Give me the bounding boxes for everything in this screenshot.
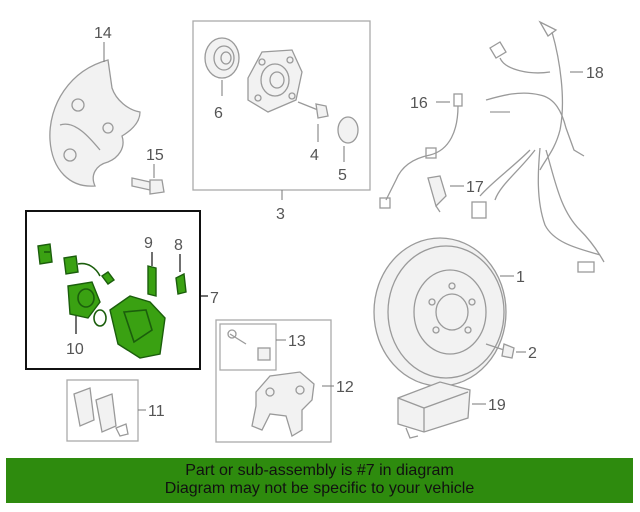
callout-10[interactable]: 10 (66, 341, 84, 358)
callout-4[interactable]: 4 (310, 147, 319, 164)
part-4-axle-nut[interactable] (297, 101, 329, 119)
part-18-wire-harness[interactable] (471, 20, 605, 273)
callout-19[interactable]: 19 (488, 397, 506, 414)
part-19-control-module[interactable] (397, 381, 471, 439)
banner-line-2: Diagram may not be specific to your vehi… (164, 480, 475, 497)
part-13-slide-pin[interactable] (227, 329, 271, 361)
callout-9[interactable]: 9 (144, 235, 153, 252)
part-6-bearing[interactable] (204, 37, 240, 79)
callout-8[interactable]: 8 (174, 237, 183, 254)
callout-11[interactable]: 11 (148, 403, 165, 420)
slide-pin-box (219, 323, 277, 371)
callout-14[interactable]: 14 (94, 25, 112, 42)
part-5-cap[interactable] (337, 116, 359, 144)
part-hub-flange[interactable] (247, 49, 303, 113)
part-15-bolt[interactable] (131, 177, 165, 195)
carrier-box (215, 319, 332, 443)
part-12-caliper-carrier[interactable] (251, 371, 315, 437)
callout-7[interactable]: 7 (210, 290, 219, 307)
callout-2[interactable]: 2 (528, 345, 537, 362)
callout-17[interactable]: 17 (466, 179, 484, 196)
callout-1[interactable]: 1 (516, 269, 525, 286)
banner-line-1: Part or sub-assembly is #7 in diagram (185, 462, 454, 479)
callout-18[interactable]: 18 (586, 65, 604, 82)
callout-15[interactable]: 15 (146, 147, 164, 164)
part-16-brake-hose[interactable] (379, 93, 463, 209)
part-17-abs-sensor[interactable] (427, 175, 447, 213)
callout-13[interactable]: 13 (288, 333, 306, 350)
part-7-caliper[interactable] (37, 243, 187, 359)
info-banner: Part or sub-assembly is #7 in diagram Di… (6, 458, 633, 503)
part-14-dust-shield[interactable] (49, 59, 141, 187)
part-1-brake-rotor[interactable] (373, 237, 507, 387)
callout-5[interactable]: 5 (338, 167, 347, 184)
callout-3[interactable]: 3 (276, 206, 285, 223)
caliper-assembly-box-selected[interactable] (25, 210, 201, 370)
part-11-brake-pads[interactable] (73, 387, 129, 437)
callout-12[interactable]: 12 (336, 379, 354, 396)
part-2-screw[interactable] (485, 343, 515, 359)
callout-6[interactable]: 6 (214, 105, 223, 122)
callout-16[interactable]: 16 (410, 95, 428, 112)
